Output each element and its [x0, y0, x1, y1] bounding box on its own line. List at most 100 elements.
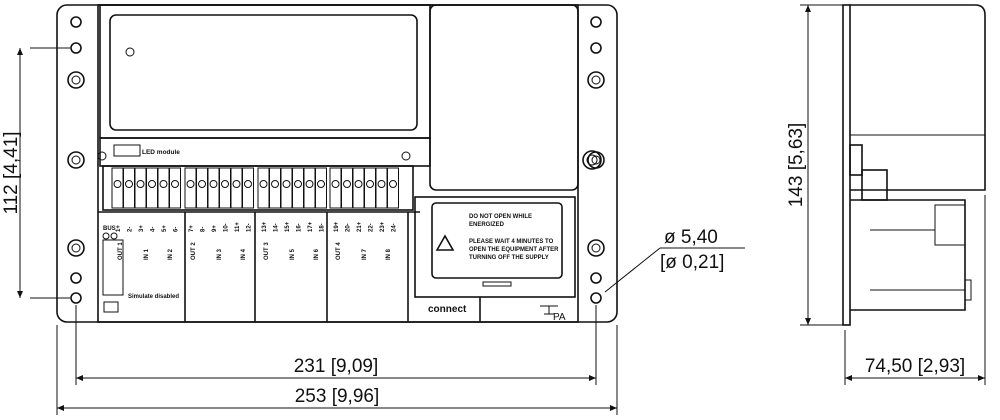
terminal-label: 16- — [297, 223, 303, 232]
terminals — [111, 167, 399, 209]
terminal-screw-icon — [259, 180, 268, 188]
side-gland — [849, 144, 863, 176]
terminal-screw-icon — [221, 180, 229, 188]
terminal-label: 24- — [392, 223, 398, 232]
warning-text: OPEN THE EQUIPMENT AFTER — [469, 247, 559, 253]
hole-inner — [71, 155, 81, 165]
terminal-label: 18- — [320, 223, 326, 232]
mounting-hole-icon — [67, 151, 85, 169]
terminal-screw-icon — [354, 180, 363, 188]
dim-hole-in: [ø 0,21] — [660, 252, 724, 273]
warning-cover — [414, 196, 576, 298]
terminal-label: 22- — [369, 223, 375, 232]
hole-inner — [591, 243, 601, 253]
terminal-screw-icon — [136, 180, 145, 188]
gland-inner — [586, 154, 598, 166]
terminal-screw-icon — [209, 180, 218, 188]
mounting-plate — [56, 4, 618, 323]
group-label: OUT 2 — [191, 242, 197, 260]
mounting-hole-icon — [590, 16, 602, 28]
terminal-label: 20- — [346, 223, 352, 232]
side-power-module — [850, 4, 986, 191]
mounting-hole-icon — [590, 292, 602, 304]
terminal-screw-icon — [343, 180, 351, 188]
dim-height-total: 143 [5,63] — [786, 123, 807, 208]
mounting-hole-icon — [70, 292, 82, 304]
terminal-screw-icon — [294, 180, 302, 188]
dim-width-total: 253 [9,96] — [295, 386, 380, 407]
terminal-label: 14- — [274, 223, 280, 232]
terminal-screw-icon — [159, 180, 168, 188]
side-connector — [964, 279, 972, 301]
terminal-screw-icon — [305, 180, 314, 188]
led-icon — [113, 144, 141, 157]
group-label: IN 7 — [362, 248, 368, 260]
dim-depth: 74,50 [2,93] — [865, 356, 965, 377]
dim-width-mounting: 231 [9,09] — [294, 356, 379, 377]
side-lower-body — [850, 199, 966, 311]
hole-inner — [71, 75, 81, 85]
terminal — [169, 167, 181, 209]
terminal-label: 4- — [151, 227, 157, 232]
group-label: IN 5 — [290, 248, 296, 260]
terminal-screw-icon — [377, 180, 386, 188]
terminal-label: 3+ — [139, 225, 145, 232]
led-module-label: LED module — [142, 149, 180, 156]
dim-hole-mm: ø 5,40 — [664, 227, 718, 248]
group-label: IN 4 — [241, 248, 247, 260]
group-label: IN 6 — [314, 248, 320, 260]
terminal — [387, 167, 399, 209]
dim-height-mounting: 112 [4,41] — [1, 131, 22, 214]
side-plate — [842, 4, 851, 326]
group-label: OUT 4 — [336, 242, 342, 260]
terminal-label: 1+ — [116, 225, 122, 232]
terminal-screw-icon — [389, 180, 397, 188]
display-module — [99, 4, 431, 139]
group-label: IN 8 — [386, 248, 392, 260]
terminal-screw-icon — [271, 180, 279, 188]
dip-switch — [102, 239, 124, 296]
terminal-block — [102, 165, 414, 211]
gland-icon — [582, 150, 602, 170]
terminal — [315, 167, 327, 209]
group-label: OUT 1 — [118, 242, 124, 260]
group-label: IN 2 — [168, 248, 174, 260]
terminal-label: 7+ — [189, 225, 195, 232]
terminal-label: 12- — [247, 223, 253, 232]
terminal-screw-icon — [198, 180, 206, 188]
power-module — [429, 4, 579, 191]
mounting-hole-icon — [587, 239, 605, 257]
connect-label: connect — [428, 304, 467, 315]
mounting-holes — [67, 16, 605, 304]
mounting-hole-icon — [70, 272, 82, 284]
terminal-screw-icon — [366, 180, 374, 188]
display-window — [109, 14, 418, 131]
warning-triangle-icon — [435, 234, 455, 251]
ground-icon — [540, 305, 558, 315]
hole-inner — [591, 75, 601, 85]
cover-latch — [482, 281, 512, 287]
side-view — [842, 4, 986, 326]
terminal-label: 8- — [201, 227, 207, 232]
mounting-hole-icon — [587, 71, 605, 89]
group-label: IN 1 — [144, 248, 150, 260]
terminal-screw-icon — [113, 180, 122, 188]
terminal-screw-icon — [171, 180, 179, 188]
terminal-screw-icon — [244, 180, 252, 188]
terminal-label: 11+ — [235, 222, 241, 232]
mounting-hole-icon — [67, 71, 85, 89]
terminal — [242, 167, 254, 209]
mounting-hole-icon — [67, 239, 85, 257]
terminal-screw-icon — [125, 180, 133, 188]
dimensions: 112 [4,41] 231 [9,09] 253 [9,96] ø 5,40 … — [1, 4, 986, 415]
terminal-label: 2- — [128, 227, 134, 232]
terminal-screw-icon — [317, 180, 325, 188]
terminal-label: 19+ — [334, 221, 340, 232]
terminal-screw-icon — [331, 180, 340, 188]
terminal-screw-icon — [148, 180, 156, 188]
bus-label: BUS — [103, 226, 116, 232]
indicator-dot — [125, 47, 135, 57]
terminal-label: 17+ — [308, 221, 314, 232]
terminal-label: 21+ — [357, 221, 363, 232]
